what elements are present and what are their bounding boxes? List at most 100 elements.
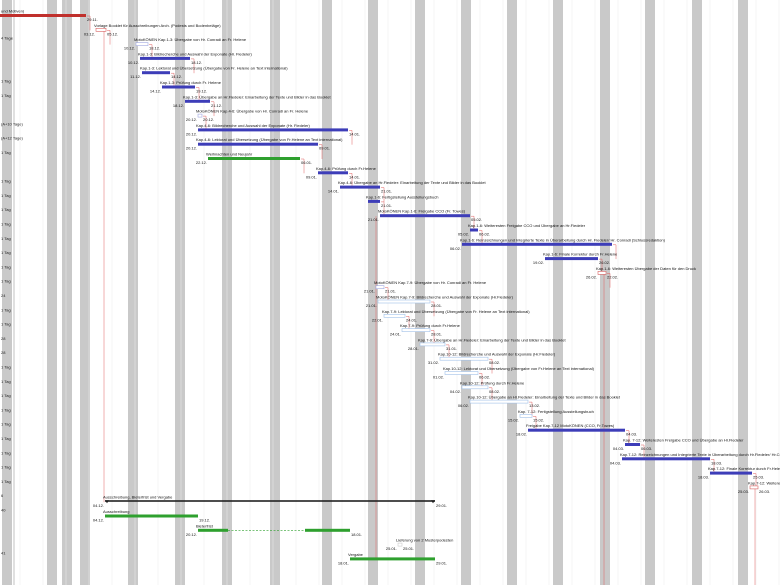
- task-row: Kap.1-6: Fertigstellung Ausstellungsbuch…: [366, 194, 439, 208]
- task-row: Kap.7-9: Lektorat und Übersetzung (Überg…: [372, 309, 530, 323]
- duration-label: (A+12 Tage): [1, 136, 23, 141]
- task-end-date: 06.03.: [641, 446, 652, 451]
- duration-label: 4 Tage: [1, 36, 14, 41]
- task-start-date: 11.12.: [130, 74, 141, 79]
- task-name: MotoKÖNEN Kap.1-6: Freigabe CCO (Fr. Tow…: [378, 209, 466, 214]
- task-row: Kap.1-3: Lektorat und Übersetzung (Überg…: [130, 66, 288, 80]
- dependency-link: [479, 230, 483, 245]
- task-row: Kap.7-9: Übergabe an Hr.Fiedeler: Einarb…: [408, 337, 567, 351]
- task-end-date: 18.12.: [191, 60, 202, 65]
- task-name: Vergabe: [348, 552, 364, 557]
- task-end-date: 14.12.: [171, 74, 182, 79]
- task-bar: [198, 528, 228, 532]
- task-row: Kap.1-6: Finale Korrektur durch Fr.Helen…: [533, 252, 618, 266]
- task-start-date: 04.03.: [610, 460, 621, 465]
- dependency-link: [107, 30, 111, 45]
- task-start-date: 24.01.: [390, 332, 401, 337]
- task-row: Kap. 7-12: Fertigstellung Ausstellungsbu…: [508, 409, 594, 423]
- task-row: Ausschreibung, Bieterfrist und Vergabe 04…: [93, 495, 447, 509]
- task-bar: [710, 471, 752, 475]
- dependency-link: [529, 401, 533, 417]
- task-start-date: 04.12.: [93, 503, 104, 508]
- task-name: Kap.7-9: Übergabe an Hr.Fiedeler: Einarb…: [418, 337, 566, 342]
- task-name: Kap.7-12: Reinzeichnungen und Integriert…: [620, 452, 780, 457]
- dependency-link: [479, 373, 483, 388]
- task-end-date: 14.01.: [349, 174, 360, 179]
- task-end-date: 18.01.: [351, 532, 362, 537]
- task-name: Kap. 7-12: Weiteresten Freigabe CCO und …: [623, 438, 744, 443]
- duration-label: 1 Tag: [1, 250, 11, 255]
- task-end-date: 25.01.: [403, 546, 414, 551]
- duration-label: 1 Tag: [1, 436, 11, 441]
- task-row: Kap.1-3: Prüfung durch Fr. Helene14.12.1…: [150, 80, 222, 94]
- task-start-date: 14.01.: [328, 189, 339, 194]
- weekend-column: [368, 0, 378, 585]
- task-bar: [375, 285, 385, 290]
- weekend-column: [2, 0, 12, 585]
- task-row: Kap. 7-12: Weiteresten Freigabe CCO und …: [613, 438, 744, 452]
- task-bar: [135, 42, 149, 46]
- duration-label: 1 Tag: [1, 450, 11, 455]
- summary-bar-end-cap: [431, 500, 435, 504]
- summary-bar: [105, 500, 435, 502]
- task-start-date: 25.01.: [386, 546, 397, 551]
- task-row: Kap.1-6: Weiteresten Übergabe der Daten …: [586, 266, 696, 280]
- duration-label: 1 Tag: [1, 179, 11, 184]
- dependency-link: [489, 358, 493, 374]
- task-bar: [383, 313, 406, 318]
- duration-label: 1 Tag: [1, 393, 11, 398]
- task-bar: [622, 457, 710, 461]
- task-start-date: 04.03.: [613, 446, 624, 451]
- task-row: Kap.7-12: Finale Korrektur durch Fr.Hele…: [698, 466, 780, 480]
- duration-label: 1 Tag: [1, 465, 11, 470]
- task-end-date: 21.01.: [381, 203, 392, 208]
- task-bars: und Motiven)29.11.Vorlage Booklet für Au…: [0, 9, 780, 566]
- dependency-link: [431, 301, 435, 317]
- dependency-link: [385, 287, 389, 302]
- weekend-column: [322, 0, 332, 585]
- task-bar: [401, 328, 431, 332]
- task-end-date: 31.01.: [446, 346, 457, 351]
- task-name: Kap.1-3: Übergabe an Hr.Fiedeler: Einarb…: [183, 94, 331, 99]
- weekend-column: [175, 0, 185, 585]
- task-bar: [439, 356, 489, 361]
- task-start-date: 09.01.: [306, 174, 317, 179]
- weekend-column: [738, 0, 748, 585]
- task-end-date: 21.12.: [211, 103, 222, 108]
- dependency-link: [349, 130, 353, 145]
- task-start-date: 28.01.: [408, 346, 419, 351]
- duration-label: 1 Tag: [1, 150, 11, 155]
- task-start-date: 21.01.: [364, 289, 375, 294]
- task-bar: [318, 171, 348, 175]
- task-bar: [162, 85, 195, 89]
- duration-label: 24: [1, 293, 6, 298]
- task-name: Ausschreibung, Bieterfrist und Vergabe: [103, 495, 173, 500]
- duration-label: 28: [1, 350, 6, 355]
- duration-label: 1 Tag: [1, 279, 11, 284]
- duration-label: 28: [1, 336, 6, 341]
- dependency-link: [319, 144, 323, 159]
- dependency-link: [711, 459, 715, 474]
- task-bar: [95, 27, 107, 32]
- task-end-date: 08.02.: [489, 360, 500, 365]
- task-bar: [419, 342, 446, 347]
- task-start-date: 21.01.: [366, 303, 377, 308]
- task-end-date: 05.02.: [471, 217, 482, 222]
- task-name: Kap.10-12: Prüfung durch Fr.Helene: [460, 380, 525, 385]
- task-start-date: 10.12.: [128, 60, 139, 65]
- task-bar: [470, 228, 478, 232]
- task-bar: [208, 157, 300, 160]
- dependency-link: [203, 115, 207, 131]
- task-bar: [444, 371, 479, 375]
- task-end-date: 08.02.: [489, 389, 500, 394]
- dependency-link: [149, 44, 153, 59]
- dependency-link: [301, 158, 305, 174]
- task-end-date: 21.01.: [385, 289, 396, 294]
- dependency-link: [753, 473, 757, 488]
- task-bar: [368, 199, 380, 203]
- duration-label: 1 Tag: [1, 207, 11, 212]
- task-name: Kap.1-6: Reinzeichnungen und Integrierte…: [460, 237, 666, 242]
- task-start-date: 20.12.: [186, 131, 197, 136]
